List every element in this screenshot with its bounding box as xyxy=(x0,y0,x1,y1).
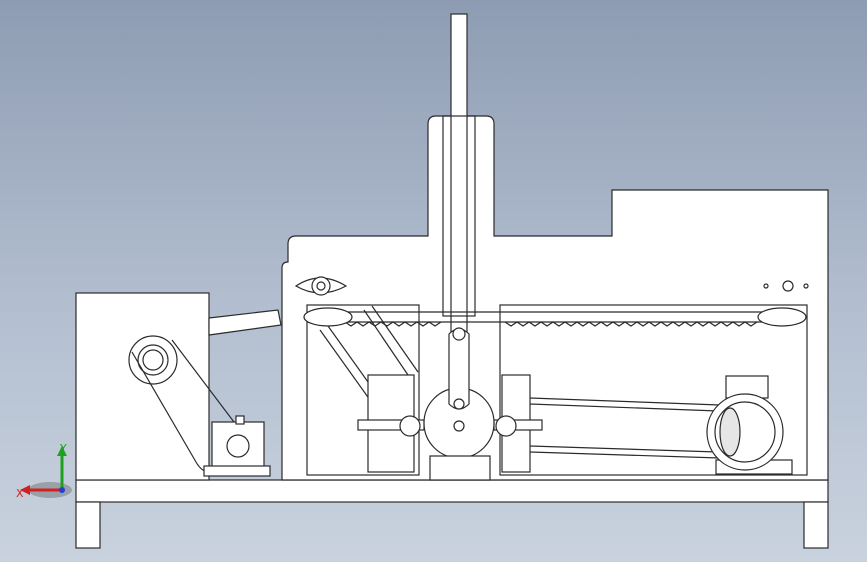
rail-guide xyxy=(442,115,476,317)
rod-pin-top xyxy=(452,327,466,341)
connecting-arm[interactable] xyxy=(208,309,282,336)
x-axis-head xyxy=(20,485,30,495)
vertical-rail[interactable] xyxy=(450,13,468,351)
base-frame[interactable] xyxy=(75,479,829,549)
frame-hole-small xyxy=(763,283,769,289)
small-motor[interactable] xyxy=(203,415,271,477)
left-roller[interactable] xyxy=(128,335,178,385)
frame-hole-small xyxy=(803,283,809,289)
left-housing[interactable] xyxy=(75,292,210,481)
pillow-bearing[interactable] xyxy=(294,276,348,296)
z-axis-dot xyxy=(59,487,65,493)
belt-pulley-left xyxy=(303,307,353,327)
y-axis-head xyxy=(57,446,67,456)
axis-triad: X Y xyxy=(10,440,80,510)
right-motor[interactable] xyxy=(706,375,793,475)
bearing-housing-left[interactable] xyxy=(357,374,425,473)
crank-base xyxy=(429,455,491,481)
toothed-belt xyxy=(340,311,780,327)
crank-hub xyxy=(453,420,465,432)
y-axis-label: Y xyxy=(60,442,67,455)
rod-pin-bottom xyxy=(453,398,465,410)
bearing-housing-right[interactable] xyxy=(493,374,543,473)
frame-hole xyxy=(782,280,794,292)
x-axis-label: X xyxy=(16,487,24,500)
belt-pulley-right xyxy=(757,307,807,327)
motor-belts xyxy=(529,397,721,459)
connecting-rod[interactable] xyxy=(448,328,470,410)
